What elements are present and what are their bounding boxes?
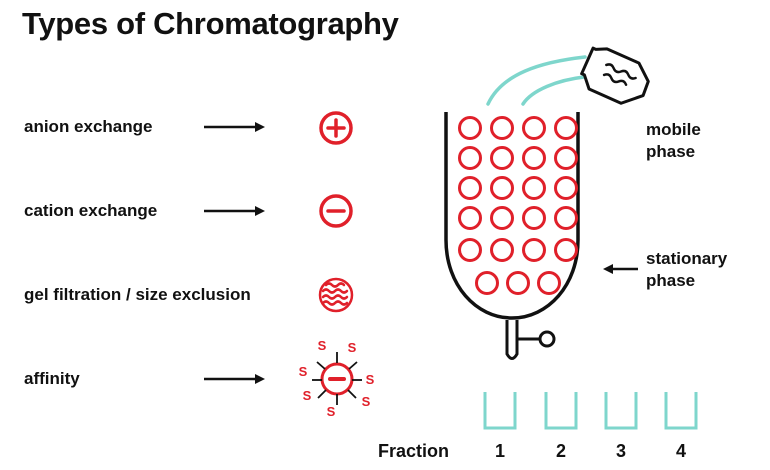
type-label-anion-exchange: anion exchange xyxy=(24,117,153,136)
fraction-number-3: 3 xyxy=(615,441,626,461)
ligand-letter: S xyxy=(327,404,336,419)
type-label-affinity: affinity xyxy=(24,369,80,388)
ligand-letter: S xyxy=(348,340,357,355)
column-body xyxy=(444,112,580,320)
porous-bead-icon xyxy=(318,277,354,313)
type-label-gel-filtration: gel filtration / size exclusion xyxy=(24,285,251,304)
fraction-number-4: 4 xyxy=(675,441,686,461)
type-label-cation-exchange: cation exchange xyxy=(24,201,158,220)
ligand-letter: S xyxy=(362,394,371,409)
minus-circle-icon xyxy=(319,194,353,228)
plus-circle-icon xyxy=(319,111,353,145)
fraction-number-2: 2 xyxy=(555,441,566,461)
ligand-letter: S xyxy=(318,338,327,353)
flask-icon xyxy=(580,46,650,105)
ligand-bead-icon: S S S S S S S xyxy=(299,338,375,419)
ligand-letter: S xyxy=(303,388,312,403)
fraction-label: Fraction xyxy=(378,441,450,461)
mobile-phase-label: mobile phase xyxy=(646,120,701,161)
stopcock-icon xyxy=(505,320,556,360)
ligand-letter: S xyxy=(299,364,308,379)
stationary-phase-label: stationary phase xyxy=(646,249,728,290)
mobile-phase-stream xyxy=(486,55,587,106)
ligand-letter: S xyxy=(366,372,375,387)
fraction-tubes xyxy=(483,392,698,430)
page-title: Types of Chromatography xyxy=(22,6,399,41)
stationary-beads xyxy=(458,116,578,295)
fraction-number-1: 1 xyxy=(494,441,505,461)
